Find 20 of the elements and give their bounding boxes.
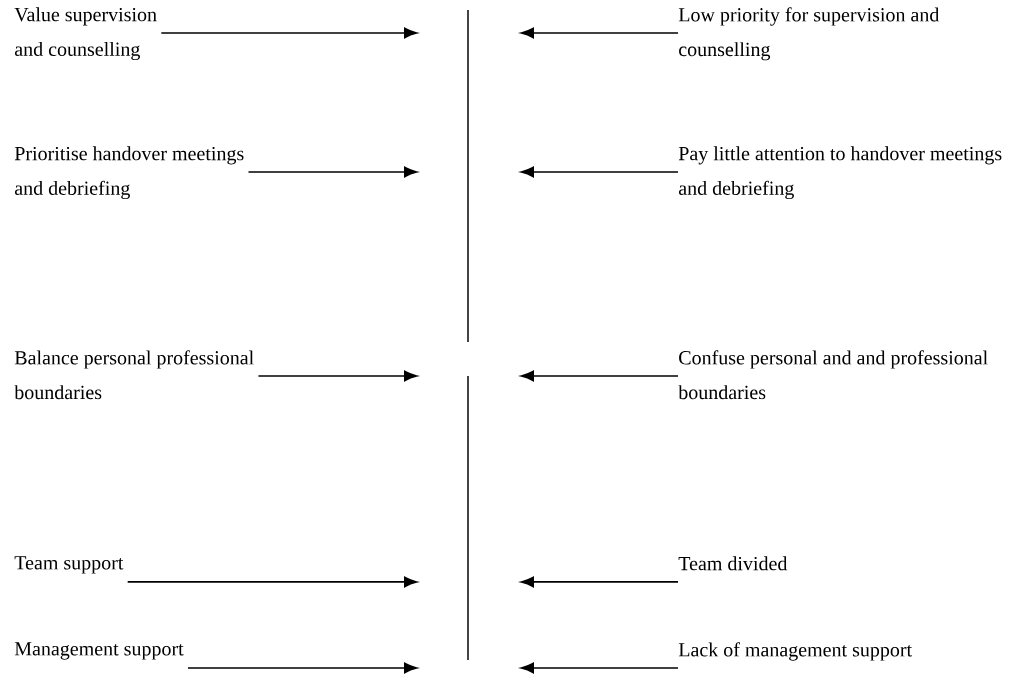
arrow	[257, 370, 418, 382]
text-label: Confuse personal and and professional boundaries	[678, 350, 988, 400]
text-label: Prioritise handover meetings and debriefing	[14, 146, 244, 200]
text-label: Value supervision and counselling	[14, 7, 157, 61]
arrow	[520, 166, 679, 178]
arrow	[520, 370, 679, 382]
text-label: Lack of management support	[678, 642, 912, 661]
arrow	[520, 576, 679, 588]
text-label: Pay little attention to handover meetings and debriefing	[678, 146, 1002, 200]
arrow	[160, 27, 418, 39]
text-label: Team divided	[678, 556, 788, 571]
text-label: Low priority for supervision and counselling	[678, 7, 940, 61]
arrow	[247, 166, 418, 178]
arrow	[187, 662, 418, 674]
text-label: Balance personal professional boundaries	[14, 350, 254, 400]
text-label: Management support	[14, 642, 184, 660]
arrow	[126, 576, 418, 588]
arrow	[520, 662, 679, 674]
arrow	[520, 27, 679, 39]
text-label: Team support	[14, 556, 124, 574]
